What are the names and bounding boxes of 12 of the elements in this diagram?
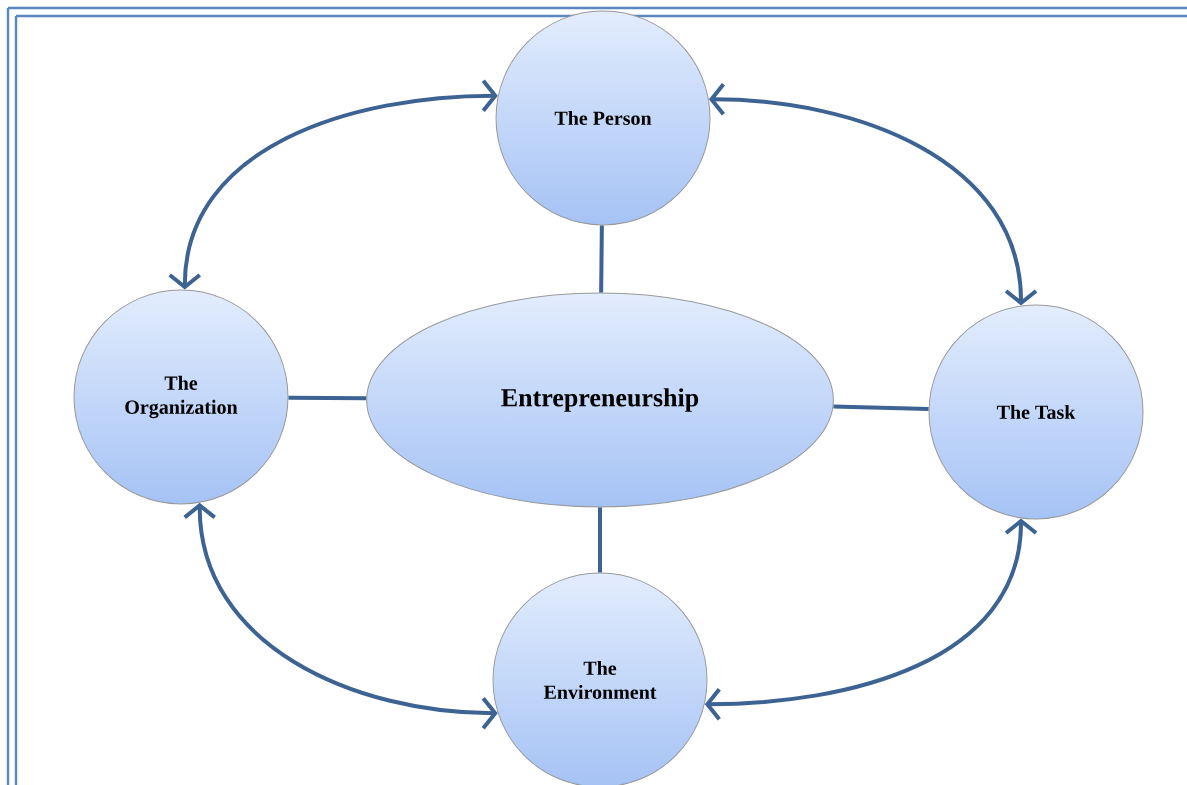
curved-double-arrow: [708, 83, 1038, 306]
connector-line: [288, 395, 367, 401]
circle-node: The Person: [495, 10, 711, 226]
curved-double-arrow: [168, 79, 498, 290]
connector-line: [599, 225, 604, 293]
circle-node: The Organization: [73, 289, 289, 505]
connector-line: [833, 404, 929, 412]
circle-node: The Task: [928, 304, 1144, 520]
curved-double-arrow: [704, 518, 1038, 721]
ellipse-node: Entrepreneurship: [366, 292, 834, 508]
connector-line: [598, 507, 602, 573]
curved-double-arrow: [183, 502, 498, 730]
